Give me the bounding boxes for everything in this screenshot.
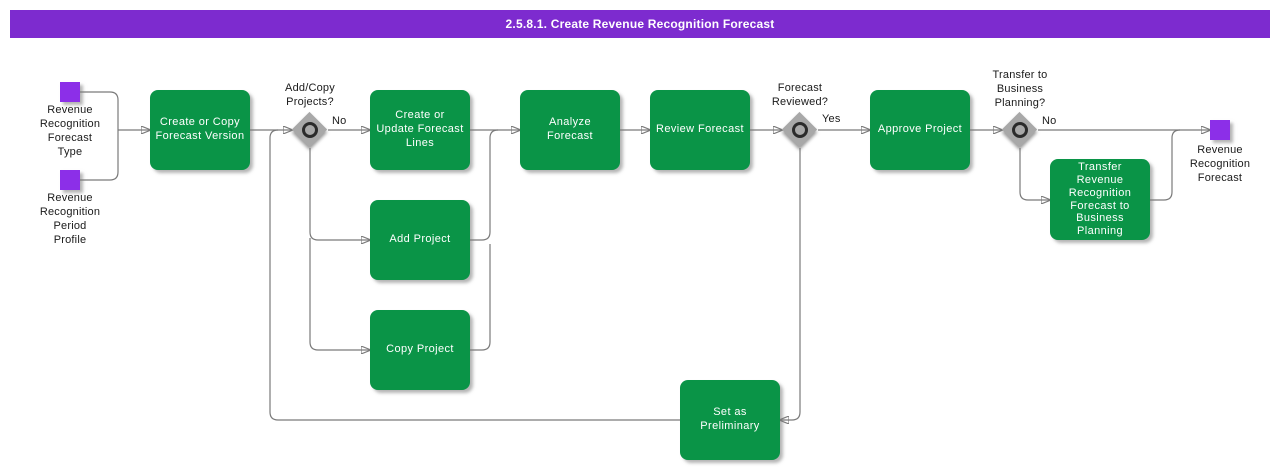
gateway-answer-label: No	[332, 115, 347, 127]
activity-label: Create or Copy Forecast Version	[155, 116, 245, 142]
activity-analyze-forecast[interactable]: Analyze Forecast	[520, 90, 620, 170]
activity-label: Add Project	[389, 233, 451, 246]
data-object-forecast-type-label: Revenue Recognition Forecast Type	[39, 104, 101, 158]
activity-approve-project[interactable]: Approve Project	[870, 90, 970, 170]
gateway-circle-icon	[792, 122, 808, 138]
edge-add-project-merge	[470, 129, 499, 241]
activity-transfer-forecast-to-business-planning[interactable]: Transfer Revenue Recognition Forecast to…	[1050, 159, 1150, 240]
activity-label: Copy Project	[386, 343, 454, 356]
gateway-answer-label: Yes	[822, 113, 841, 125]
edge-copy-project-merge	[470, 244, 491, 351]
activity-create-or-update-forecast-lines[interactable]: Create or Update Forecast Lines	[370, 90, 470, 170]
activity-label: Analyze Forecast	[547, 116, 593, 142]
edge-set-preliminary-return	[269, 129, 680, 421]
activity-create-or-copy-forecast-version[interactable]: Create or Copy Forecast Version	[150, 90, 250, 170]
gateway-forecast-reviewed	[781, 111, 818, 148]
data-object-forecast-output-label: Revenue Recognition Forecast	[1189, 144, 1251, 184]
activity-label: Transfer Revenue Recognition Forecast to…	[1068, 160, 1132, 238]
activity-copy-project[interactable]: Copy Project	[370, 310, 470, 390]
gateway-add-copy-projects	[291, 111, 328, 148]
gateway-circle-icon	[302, 122, 318, 138]
title-banner: 2.5.8.1. Create Revenue Recognition Fore…	[10, 10, 1270, 38]
gateway-question-label: Forecast Reviewed?	[771, 82, 829, 108]
edge-gateway1-to-add-project	[309, 148, 370, 240]
gateway-answer-label: No	[1042, 115, 1057, 127]
edge-gateway3-to-transfer	[1019, 148, 1050, 200]
activity-review-forecast[interactable]: Review Forecast	[650, 90, 750, 170]
edge-transfer-merge	[1150, 129, 1181, 201]
edge-gateway1-to-copy-project	[309, 238, 370, 350]
activity-label: Set as Preliminary	[700, 406, 760, 432]
data-object-period-profile-label: Revenue Recognition Period Profile	[39, 192, 101, 246]
edge-forecast-type-merge	[80, 91, 119, 130]
activity-label: Review Forecast	[656, 123, 744, 136]
activity-add-project[interactable]: Add Project	[370, 200, 470, 280]
activity-label: Approve Project	[877, 123, 963, 136]
page-title: 2.5.8.1. Create Revenue Recognition Fore…	[505, 17, 775, 31]
gateway-question-label: Add/Copy Projects?	[285, 82, 335, 108]
data-object-period-profile-icon	[60, 170, 80, 190]
data-object-forecast-output-icon	[1210, 120, 1230, 140]
edge-period-profile-merge	[80, 130, 119, 181]
gateway-question-label: Transfer to Business Planning?	[992, 69, 1048, 109]
gateway-transfer-to-business-planning	[1001, 111, 1038, 148]
activity-set-as-preliminary[interactable]: Set as Preliminary	[680, 380, 780, 460]
data-object-forecast-type-icon	[60, 82, 80, 102]
activity-label: Create or Update Forecast Lines	[376, 109, 464, 149]
edge-gateway2-to-set-preliminary	[780, 148, 801, 420]
gateway-circle-icon	[1012, 122, 1028, 138]
